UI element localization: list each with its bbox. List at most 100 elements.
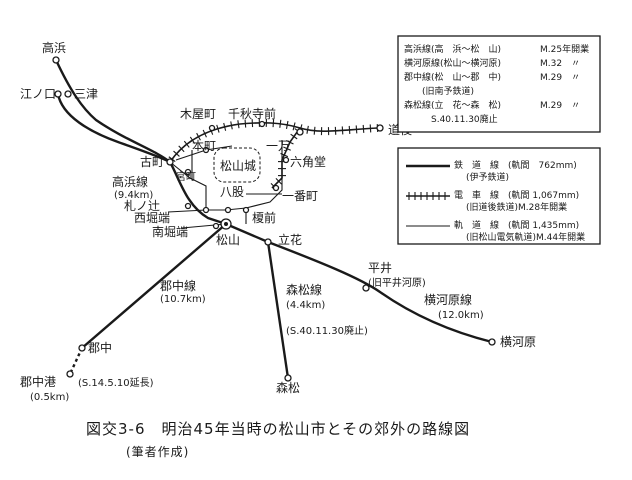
label-kiyamachi: 木屋町	[180, 107, 216, 121]
station-matsuyama-inner	[224, 222, 228, 226]
legend-opening-year: M.25年開業	[540, 43, 589, 55]
label-komachi: 古町	[140, 154, 164, 169]
label-ichiman: 一万	[266, 139, 290, 153]
castle-label: 松山城	[220, 159, 256, 173]
electric-line-tick	[216, 124, 220, 133]
station-yokogawara-dot	[488, 338, 496, 346]
electric-line-tick	[178, 145, 185, 153]
legend-linetype-label: 軌 道 線 (軌間 1,435mm)	[454, 219, 579, 231]
station-ichibancho-dot	[272, 184, 280, 192]
legend-opening-line: S.40.11.30廃止	[404, 113, 498, 125]
electric-line-tick	[285, 120, 289, 129]
station-minamihoribata-dot	[212, 222, 220, 230]
label-yokogawara-line: 横河原線	[424, 292, 472, 307]
label-gunchu-line: 郡中線	[160, 278, 196, 293]
label-morimatsu-line: 森松線	[286, 282, 322, 297]
label-enokimae: 榎前	[252, 210, 276, 225]
label-enokuchi: 江ノ口	[20, 87, 56, 101]
station-fudanotsuji-dot	[184, 202, 192, 210]
station-honmachi-dot	[202, 146, 210, 154]
legend-linetype-note: (旧道後鉄道)M.28年開業	[466, 201, 567, 213]
legend-opening-line: 郡中線(松 山～郡 中)	[404, 71, 501, 83]
label-morimatsu-closed: (S.40.11.30廃止)	[286, 324, 368, 337]
electric-line-tick	[202, 129, 207, 138]
electric-line-tick	[341, 126, 344, 135]
station-komachi-dot	[166, 158, 174, 166]
label-rokkakudo: 六角堂	[290, 155, 326, 169]
legend-opening-box	[397, 35, 601, 133]
electric-line-tick	[183, 140, 190, 148]
electric-line-tick	[244, 119, 247, 128]
electric-line-tick	[286, 140, 294, 145]
electric-line-tick	[280, 152, 289, 158]
legend-opening-line: 森松線(立 花～森 松)	[404, 99, 501, 111]
gunchu-line	[81, 223, 227, 349]
legend-linetype-label: 電 車 線 (軌間 1,067mm)	[454, 189, 579, 201]
takahama-line	[54, 59, 227, 226]
station-tachibana-dot	[264, 238, 272, 246]
station-ichiman-dot	[296, 128, 304, 136]
station-rokkakudo-dot	[282, 156, 290, 164]
legend-linetype-note: (伊予鉄道)	[466, 171, 509, 183]
electric-line-tick	[189, 136, 196, 144]
label-morimatsu-len: (4.4km)	[286, 300, 325, 311]
dogo-electric-ticks	[168, 118, 379, 162]
station-dogo-dot	[376, 124, 384, 132]
label-yokogawara: 横河原	[500, 335, 536, 349]
label-gunchuko-len: (0.5km)	[30, 392, 69, 403]
electric-line-tick	[290, 133, 298, 140]
electric-line-tick	[275, 178, 282, 185]
label-gunchuko-ext: (S.14.5.10延長)	[78, 377, 154, 389]
electric-line-tick	[196, 132, 201, 141]
label-fudanotsuji: 札ノ辻	[124, 199, 160, 213]
label-yatsumata: 八股	[220, 185, 244, 199]
morimatsu-line	[266, 241, 290, 379]
electric-line-tick	[348, 125, 351, 134]
label-hirai: 平井	[368, 261, 392, 275]
legend-electric-sample-ticks	[408, 192, 446, 200]
legend-linetype-note: (旧松山電気軌道)M.44年開業	[466, 231, 585, 243]
dogo-electric-line	[169, 122, 379, 163]
label-tachibana: 立花	[278, 232, 302, 247]
label-gunchuko: 郡中港	[20, 374, 56, 389]
label-ichibancho: 一番町	[282, 189, 318, 203]
label-yokogawara-len: (12.0km)	[438, 310, 484, 321]
label-morimatsu: 森松	[276, 380, 300, 395]
legend-opening-line: 高浜線(高 浜～松 山)	[404, 43, 501, 55]
legend-linetype-label: 鉄 道 線 (軌間 762mm)	[454, 159, 577, 171]
yokogawara-line	[225, 222, 493, 344]
electric-line-tick	[313, 126, 316, 135]
caption-sub: (筆者作成)	[126, 445, 189, 459]
label-matsuyama: 松山	[216, 233, 240, 247]
legend-opening-line: (旧南予鉄道)	[404, 85, 474, 97]
legend-opening-year: M.32 〃	[540, 59, 580, 69]
label-takahama-len: (9.4km)	[114, 190, 153, 201]
label-minamihoribata: 南堀端	[152, 224, 188, 239]
station-enokuchi-dot	[54, 90, 62, 98]
electric-line-tick	[272, 119, 275, 128]
station-kiyamachi-dot	[208, 124, 216, 132]
station-yatsumata-dot	[224, 206, 232, 214]
electric-line-tick	[355, 125, 358, 134]
station-miyamachi-dot	[184, 168, 192, 176]
castle-outline	[213, 147, 261, 183]
station-takahama-dot	[52, 56, 60, 64]
label-gunchu-len: (10.7km)	[160, 294, 206, 305]
gunchu-port-extension	[68, 347, 84, 375]
legend-linetype-rows: 鉄 道 線 (軌間 762mm)(伊予鉄道) 電 車 線 (軌間 1,067mm)…	[454, 159, 585, 243]
station-senshujimae-dot	[258, 120, 266, 128]
electric-line-tick	[230, 121, 233, 130]
mitsu-branch-line	[56, 93, 171, 164]
caption-title: 図交3-6 明治45年当時の松山市とその郊外の路線図	[86, 420, 470, 438]
station-gunchuko-dot	[66, 370, 74, 378]
electric-line-tick	[362, 124, 365, 133]
station-nishihoribata-dot	[202, 206, 210, 214]
label-nishihoribata: 西堀端	[134, 210, 170, 225]
electric-line-tick	[223, 122, 227, 131]
electric-line-tick	[306, 125, 309, 134]
label-miyamachi: 宮町	[176, 170, 196, 183]
electric-line-tick	[279, 119, 282, 128]
station-morimatsu-dot	[284, 374, 292, 382]
